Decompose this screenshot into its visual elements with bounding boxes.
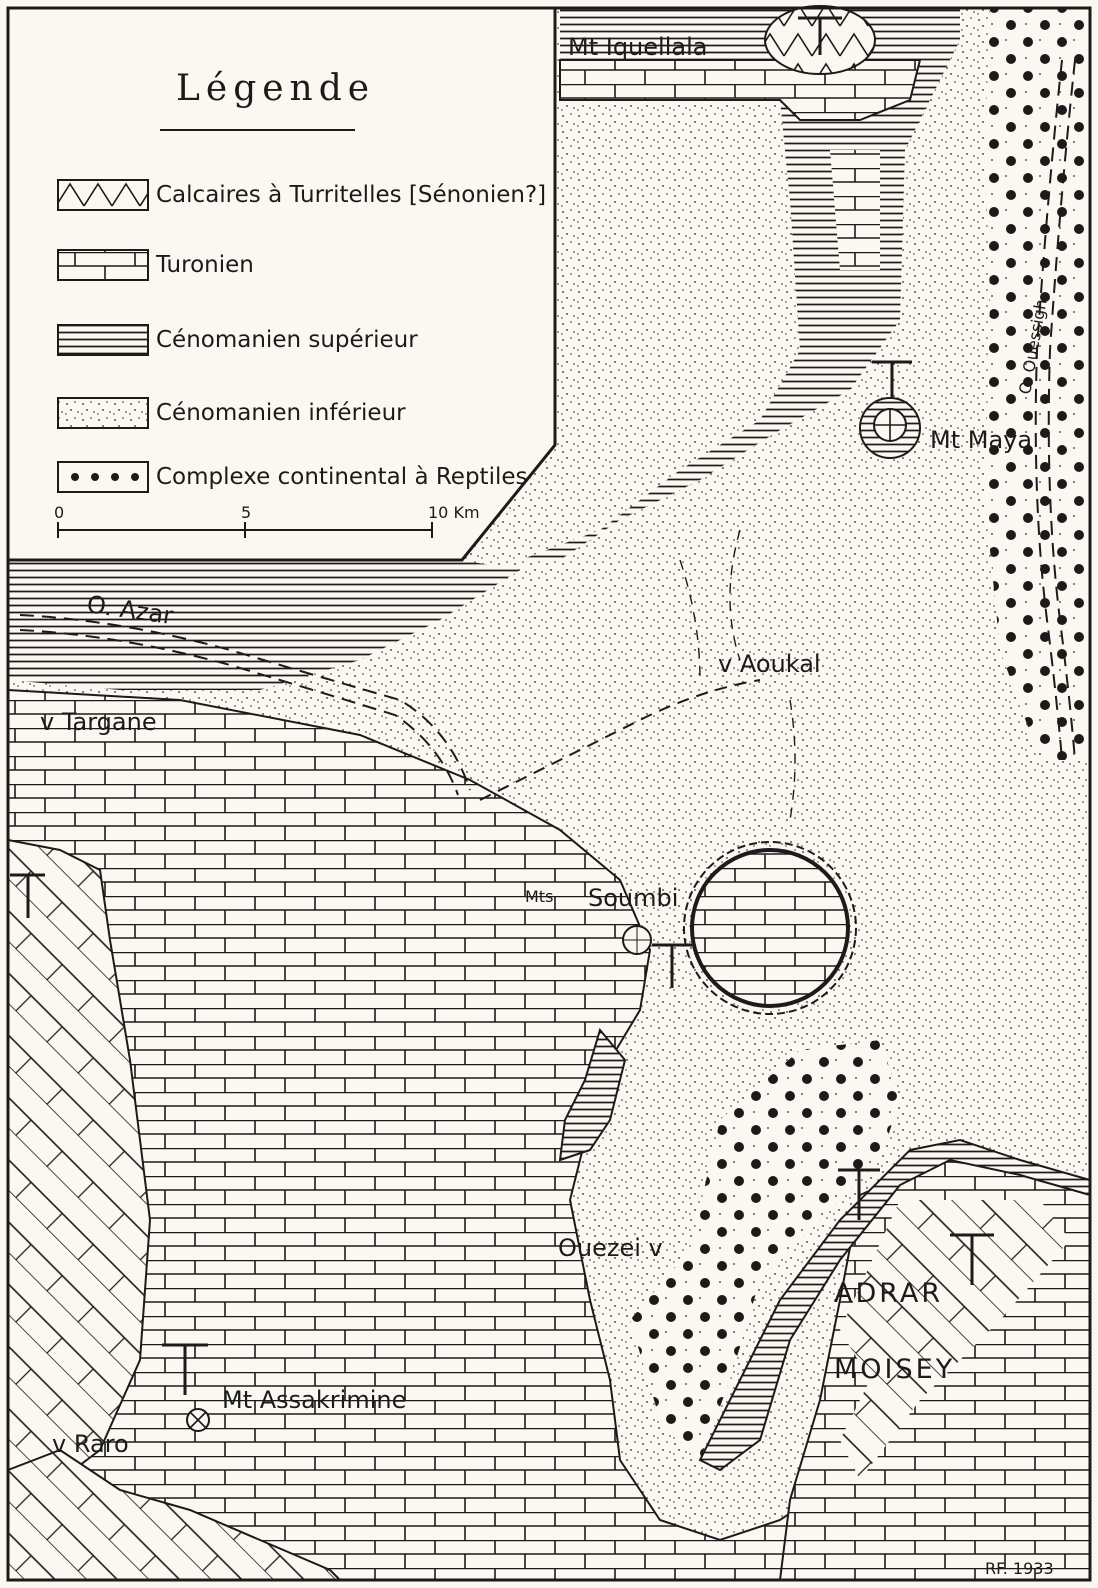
label-adrar: ADRAR: [834, 1278, 943, 1309]
legend-label-brick: Turonien: [155, 252, 254, 278]
label-targane: v Targane: [40, 708, 157, 736]
unit-turonien-north: [559, 59, 922, 121]
unit-continental-south: [630, 1040, 900, 1460]
unit-cenomanien-superieur-valley-left: [558, 1027, 627, 1162]
label-mts: Mts: [525, 887, 553, 906]
legend-item-dots: Complexe continental à Reptiles: [57, 461, 528, 493]
label-maya: Mt Maya: [930, 426, 1032, 454]
unit-continental-northeast: [985, 8, 1090, 760]
unit-turonien-soumbi: [690, 848, 850, 1008]
label-raro: v Raro: [52, 1430, 129, 1458]
map-frame: [6, 6, 1092, 1582]
legend-item-brick: Turonien: [57, 249, 254, 281]
unit-hlines-soumbi-rim: [683, 841, 857, 1015]
scale-tick-0: 0: [54, 503, 64, 522]
summit-marker-soumbi: [622, 925, 652, 955]
legend-item-hlines: Cénomanien supérieur: [57, 324, 418, 356]
scale-tick-10: 10 Km: [428, 503, 480, 522]
scale-bar: 0 5 10 Km: [54, 503, 480, 538]
dip-symbol-assakrimine: [162, 1343, 208, 1395]
signature: RF. 1933: [985, 1559, 1054, 1578]
label-ouezei: Ouezei v: [558, 1234, 663, 1262]
dip-symbol-maya: [872, 360, 912, 398]
legend-panel: Légende Calcaires à Turritelles [Sénonie…: [6, 6, 557, 562]
summit-marker-assakrimine: [186, 1408, 210, 1432]
unit-cenomanien-superieur-band: [460, 8, 960, 560]
legend-label-zigzag: Calcaires à Turritelles [Sénonien?]: [156, 182, 546, 208]
label-moisey: MOISEY: [834, 1354, 955, 1385]
trail-network: [679, 529, 796, 821]
legend-item-zigzag: Calcaires à Turritelles [Sénonien?]: [57, 179, 546, 211]
label-soumbi: Soumbi: [588, 884, 678, 912]
wadi-aoukal: [479, 679, 761, 801]
unit-turritelles-adrar: [840, 1200, 1070, 1480]
legend-label-hlines: Cénomanien supérieur: [156, 327, 418, 353]
label-assakrimine: Mt Assakrimine: [222, 1386, 406, 1414]
unit-turonien-north-inlier: [830, 150, 880, 270]
dip-symbol-adrar: [950, 1233, 994, 1285]
scale-tick-5: 5: [241, 503, 251, 522]
wadi-ouessigh-2: [1034, 59, 1063, 761]
wadi-azar: [19, 614, 471, 791]
dip-symbol-west: [10, 873, 45, 918]
legend-title: Légende: [176, 68, 375, 109]
label-iquellala: Mt Iquellala: [568, 33, 707, 61]
dip-symbol-iquellala: [798, 16, 842, 55]
unit-cenomanien-superieur-valley-right: [698, 1138, 1091, 1472]
wadi-ouessigh: [1047, 59, 1076, 761]
unit-cenomanien-superieur-west: [8, 560, 520, 690]
dip-symbol-soumbi: [652, 943, 692, 988]
legend-item-stipple: Cénomanien inférieur: [57, 397, 406, 429]
legend-label-stipple: Cénomanien inférieur: [156, 400, 406, 426]
dip-symbol-ouezei: [838, 1168, 880, 1220]
wadi-azar-2: [19, 629, 459, 796]
label-aoukal: v Aoukal: [718, 650, 821, 678]
legend-label-dots: Complexe continental à Reptiles: [156, 464, 528, 490]
